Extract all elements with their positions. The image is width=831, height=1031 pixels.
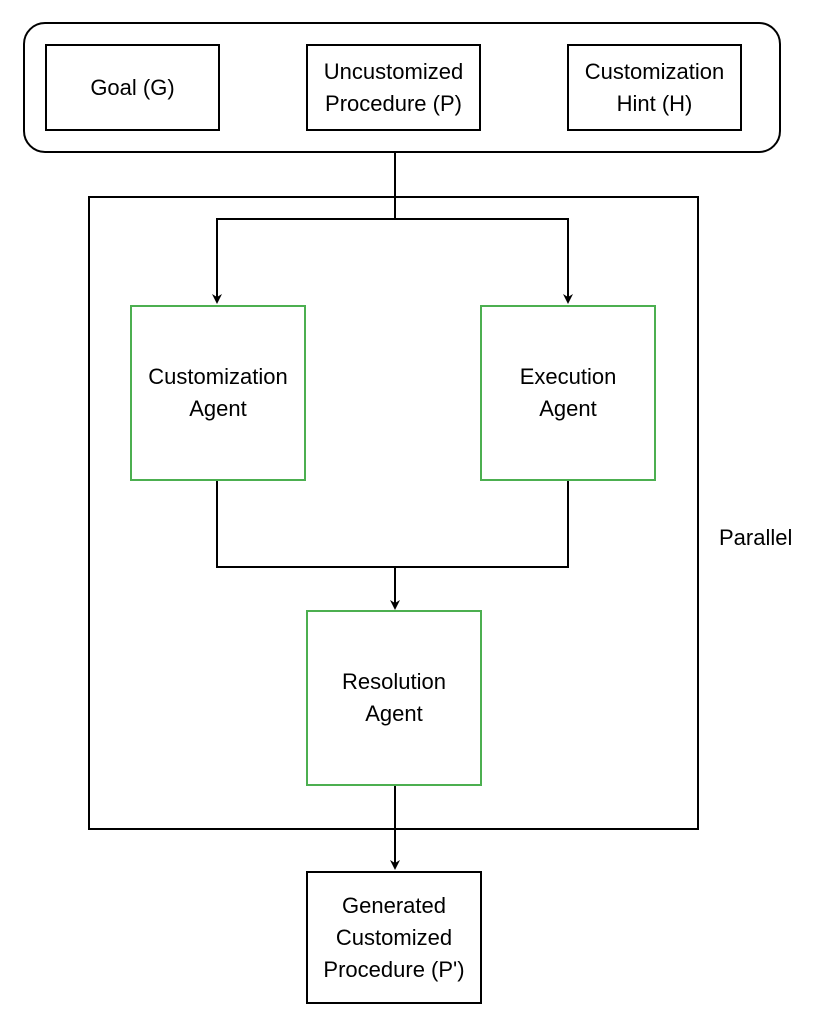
customization-agent-label-line-1: Customization	[148, 364, 288, 389]
parallel-frame	[88, 196, 699, 830]
output-label-line-3: Procedure (P')	[323, 956, 465, 982]
execution-agent-label-line-1: Execution	[519, 364, 617, 389]
goal-box: Goal (G)	[45, 44, 220, 131]
execution-agent-box: Execution Agent	[480, 305, 656, 481]
procedure-label-line-2: Procedure (P)	[325, 90, 462, 116]
output-label-line-1: Generated	[342, 892, 446, 918]
generated-procedure-box: Generated Customized Procedure (P')	[306, 871, 482, 1004]
resolution-agent-box: Resolution Agent	[306, 610, 482, 786]
customization-agent-label-line-2: Agent	[189, 396, 247, 421]
customization-hint-box: Customization Hint (H)	[567, 44, 742, 131]
procedure-label-line-1: Uncustomized	[323, 58, 464, 84]
parallel-label: Parallel	[719, 525, 793, 550]
hint-label-line-2: Hint (H)	[616, 90, 693, 116]
hint-label-line-1: Customization	[584, 58, 725, 84]
execution-agent-label-line-2: Agent	[539, 396, 597, 421]
goal-label: Goal (G)	[90, 74, 175, 100]
resolution-agent-label-line-1: Resolution	[342, 669, 446, 694]
output-label-line-2: Customized	[335, 924, 453, 950]
customization-agent-box: Customization Agent	[130, 305, 306, 481]
uncustomized-procedure-box: Uncustomized Procedure (P)	[306, 44, 481, 131]
resolution-agent-label-line-2: Agent	[365, 701, 423, 726]
